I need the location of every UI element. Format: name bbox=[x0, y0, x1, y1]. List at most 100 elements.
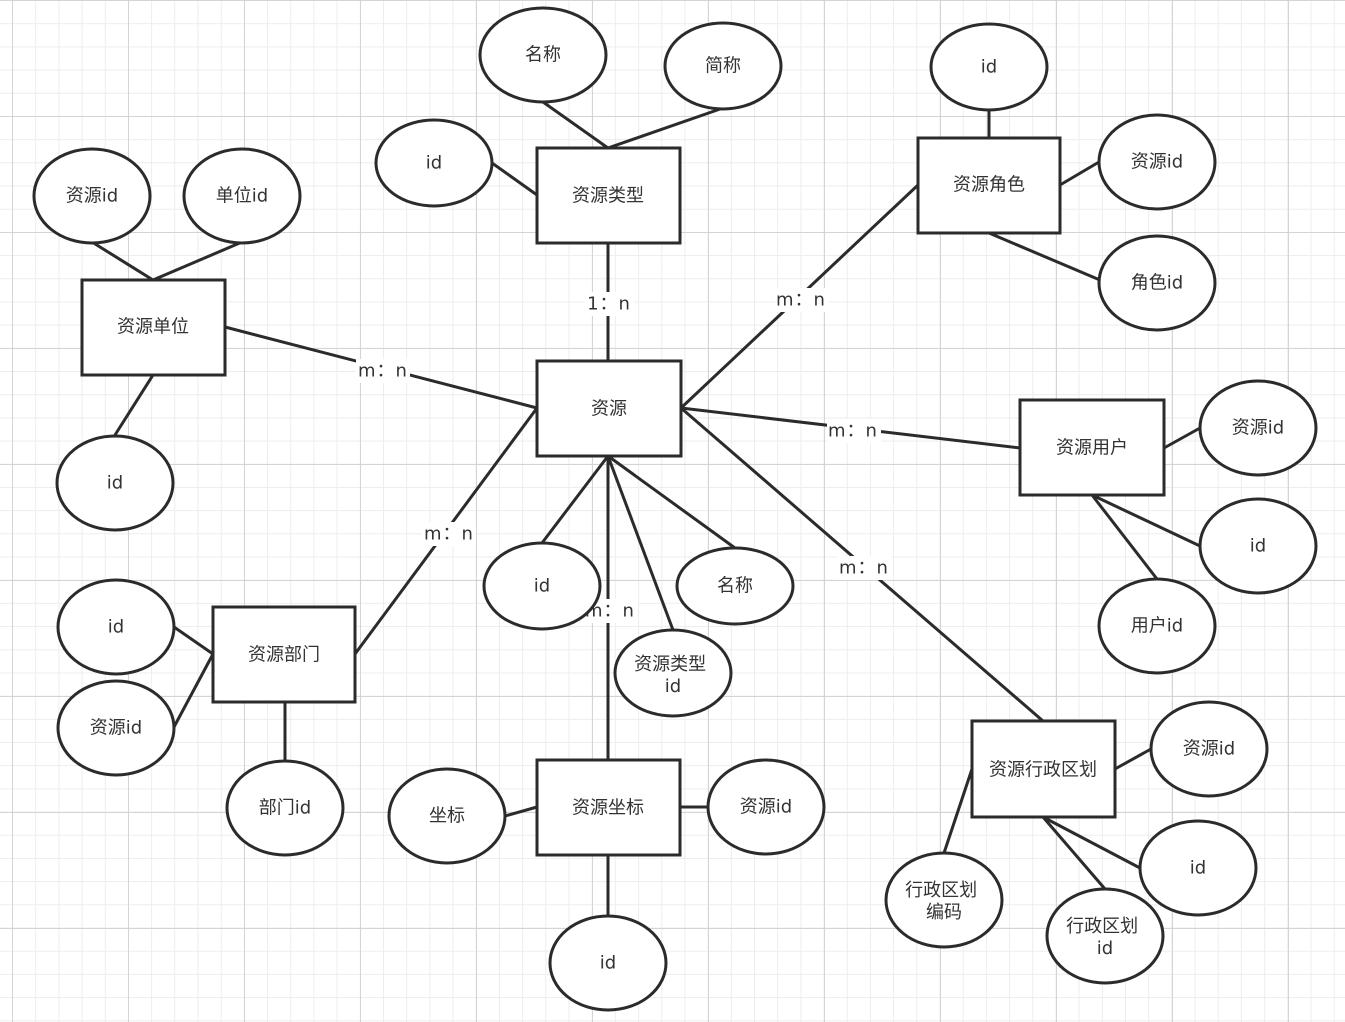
cardinality-unit-text: m：n bbox=[358, 361, 408, 382]
attr-region-code-line-1: 行政区划 bbox=[905, 880, 977, 901]
cardinality-labels: 1：n m：n m：n m：n m：n m：n m：n bbox=[356, 288, 891, 623]
edge-unit-resid bbox=[91, 240, 154, 282]
attr-coord-resid[interactable]: 资源id bbox=[706, 758, 826, 856]
attr-region-resid[interactable]: 资源id bbox=[1149, 700, 1269, 798]
attr-res-id-label: id bbox=[534, 576, 550, 597]
cardinality-role-text: m：n bbox=[776, 290, 826, 311]
attr-type-id[interactable]: id bbox=[374, 118, 494, 208]
attr-dept-resid[interactable]: 资源id bbox=[56, 679, 176, 777]
cardinality-type-text: 1：n bbox=[587, 294, 631, 315]
attr-region-regionid[interactable]: 行政区划 id bbox=[1045, 887, 1165, 985]
entity-resource-type-label: 资源类型 bbox=[572, 186, 644, 207]
entity-resource-unit-label: 资源单位 bbox=[117, 317, 189, 338]
attr-unit-resid-label: 资源id bbox=[66, 186, 118, 207]
entity-resource-user-label: 资源用户 bbox=[1056, 438, 1128, 459]
attr-dept-deptid[interactable]: 部门id bbox=[225, 759, 345, 857]
attr-res-name-label: 名称 bbox=[717, 576, 753, 597]
attr-role-id[interactable]: id bbox=[929, 22, 1049, 112]
attr-region-code[interactable]: 行政区划 编码 bbox=[884, 851, 1004, 949]
attr-type-id-label: id bbox=[426, 153, 442, 174]
edge-res-id bbox=[540, 455, 610, 544]
cardinality-user-text: m：n bbox=[828, 421, 878, 442]
edge-user-userid bbox=[1090, 494, 1159, 580]
attr-role-resid[interactable]: 资源id bbox=[1097, 113, 1217, 211]
attr-dept-deptid-label: 部门id bbox=[259, 798, 311, 819]
entity-resource-role[interactable]: 资源角色 bbox=[916, 136, 1062, 235]
edge-region-id bbox=[1042, 815, 1141, 870]
attr-region-id[interactable]: id bbox=[1138, 819, 1258, 917]
attr-region-code-label: 行政区划 编码 bbox=[905, 880, 983, 923]
cardinality-role: m：n bbox=[775, 288, 829, 312]
attr-user-resid[interactable]: 资源id bbox=[1198, 379, 1318, 477]
entity-resource[interactable]: 资源 bbox=[535, 359, 683, 458]
attr-res-typeid[interactable]: 资源类型 id bbox=[613, 628, 733, 718]
attr-unit-id[interactable]: id bbox=[55, 434, 175, 532]
edge-unit-id bbox=[113, 374, 155, 436]
cardinality-region-text: m：n bbox=[839, 558, 889, 579]
attr-dept-id-label: id bbox=[108, 617, 124, 638]
entity-resource-dept-label: 资源部门 bbox=[248, 645, 320, 666]
attr-res-typeid-line-2: id bbox=[665, 676, 681, 697]
attr-coord-resid-label: 资源id bbox=[740, 797, 792, 818]
edge-user-id bbox=[1091, 493, 1201, 548]
attr-res-typeid-line-1: 资源类型 bbox=[634, 654, 706, 675]
attr-dept-resid-label: 资源id bbox=[90, 718, 142, 739]
attr-region-resid-label: 资源id bbox=[1183, 739, 1235, 760]
attr-region-regionid-label: 行政区划 id bbox=[1066, 916, 1144, 959]
edge-type-name bbox=[542, 100, 609, 150]
edge-region-code bbox=[942, 768, 974, 854]
entity-resource-coord[interactable]: 资源坐标 bbox=[535, 758, 682, 857]
attr-coord-id-label: id bbox=[600, 953, 616, 974]
edge-res-name bbox=[607, 454, 736, 550]
attr-user-userid-label: 用户id bbox=[1131, 616, 1183, 637]
attr-user-userid[interactable]: 用户id bbox=[1097, 577, 1217, 675]
edge-res-typeid bbox=[606, 455, 675, 631]
attr-user-resid-label: 资源id bbox=[1232, 418, 1284, 439]
cardinality-coord-text: m：n bbox=[585, 601, 635, 622]
attr-unit-unitid-label: 单位id bbox=[216, 186, 268, 207]
attr-role-id-label: id bbox=[981, 57, 997, 78]
attr-dept-id[interactable]: id bbox=[56, 578, 176, 676]
attr-type-short[interactable]: 简称 bbox=[663, 21, 783, 111]
attr-unit-unitid[interactable]: 单位id bbox=[182, 147, 302, 245]
entity-resource-unit[interactable]: 资源单位 bbox=[80, 278, 227, 377]
attr-region-code-line-2: 编码 bbox=[926, 902, 962, 923]
attr-role-resid-label: 资源id bbox=[1131, 152, 1183, 173]
attr-coord-id[interactable]: id bbox=[548, 914, 668, 1012]
edge-unit-unitid bbox=[152, 240, 243, 282]
entity-resource-type[interactable]: 资源类型 bbox=[535, 146, 682, 245]
attr-res-name[interactable]: 名称 bbox=[675, 546, 795, 626]
attr-res-id[interactable]: id bbox=[482, 541, 602, 631]
attr-type-short-label: 简称 bbox=[705, 56, 741, 77]
cardinality-unit: m：n bbox=[356, 359, 410, 383]
edge-role-resid bbox=[1059, 160, 1100, 187]
entity-resource-user[interactable]: 资源用户 bbox=[1018, 398, 1166, 497]
cardinality-type: 1：n bbox=[584, 292, 634, 316]
attr-coord-coord-label: 坐标 bbox=[429, 806, 465, 827]
attr-coord-coord[interactable]: 坐标 bbox=[387, 767, 507, 865]
attr-unit-resid[interactable]: 资源id bbox=[32, 147, 152, 245]
cardinality-region: m：n bbox=[837, 556, 891, 580]
attr-user-id[interactable]: id bbox=[1198, 497, 1318, 595]
attr-user-id-label: id bbox=[1250, 536, 1266, 557]
attr-region-regionid-line-1: 行政区划 bbox=[1066, 916, 1138, 937]
cardinality-dept: m：n bbox=[422, 522, 476, 546]
attr-type-name[interactable]: 名称 bbox=[478, 6, 608, 104]
edge-region-regionid bbox=[1041, 816, 1107, 890]
entity-resource-region-label: 资源行政区划 bbox=[989, 760, 1097, 781]
entity-resource-dept[interactable]: 资源部门 bbox=[211, 605, 357, 704]
entity-resource-label: 资源 bbox=[591, 399, 627, 420]
attr-region-id-label: id bbox=[1190, 858, 1206, 879]
attr-unit-id-label: id bbox=[107, 473, 123, 494]
entities: 资源 资源类型 资源角色 资源单位 资源用户 资源部门 资源坐标 资源行政区划 bbox=[80, 136, 1166, 857]
attr-region-regionid-line-2: id bbox=[1097, 938, 1113, 959]
attr-role-roleid-label: 角色id bbox=[1131, 273, 1183, 294]
attr-role-roleid[interactable]: 角色id bbox=[1097, 234, 1217, 332]
entity-resource-region[interactable]: 资源行政区划 bbox=[970, 719, 1117, 819]
edge-user-resid bbox=[1163, 426, 1201, 450]
edge-dept-id bbox=[173, 625, 214, 656]
entity-resource-coord-label: 资源坐标 bbox=[572, 798, 644, 819]
cardinality-dept-text: m：n bbox=[424, 524, 474, 545]
edge-role-roleid bbox=[988, 231, 1108, 285]
attributes: 名称 简称 id id 资源id 角色id 资源id 单位id bbox=[32, 6, 1318, 1012]
